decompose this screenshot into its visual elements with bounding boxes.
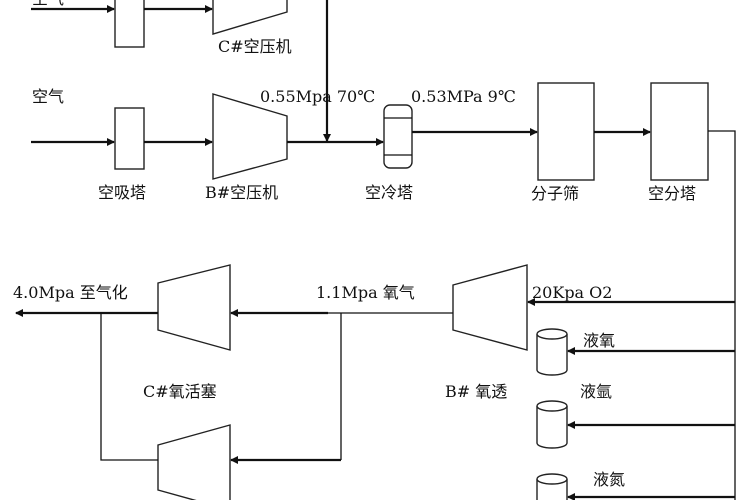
air-absorber <box>114 107 145 170</box>
b-oxygen-turbo <box>452 264 528 351</box>
b-air-compressor-label: B#空压机 <box>205 183 279 202</box>
air-cooler <box>383 104 413 169</box>
liquid-oxygen-label: 液氧 <box>583 331 616 350</box>
c-oxygen-piston-lower <box>157 424 231 500</box>
o2-label: 20Kpa O2 <box>532 283 613 302</box>
c-air-compressor <box>212 0 288 35</box>
air-label: 空气 <box>32 87 65 106</box>
air-absorber-label: 空吸塔 <box>98 183 147 202</box>
air-top-label: 空气 <box>32 0 64 7</box>
pressure-label-1: 0.55Mpa 70℃ <box>260 87 376 106</box>
liquid-oxygen-tank <box>536 328 568 376</box>
product-header-line <box>708 130 736 500</box>
to-gasification-label: 4.0Mpa 至气化 <box>13 283 128 302</box>
b-air-compressor <box>212 93 288 180</box>
liquid-nitrogen-label: 液氮 <box>593 470 626 489</box>
b-oxygen-turbo-label: B# 氧透 <box>445 382 508 401</box>
air-cooler-label: 空冷塔 <box>365 183 414 202</box>
c-oxygen-piston-upper <box>157 264 231 351</box>
liquid-nitrogen-tank <box>536 473 568 500</box>
c-air-compressor-label: C#空压机 <box>218 37 292 56</box>
pressure-label-2: 0.53MPa 9℃ <box>411 87 516 106</box>
molecular-sieve <box>537 82 595 181</box>
liquid-argon-label: 液氩 <box>580 382 613 401</box>
c-oxygen-piston-label: C#氧活塞 <box>143 382 217 401</box>
air-separation-tower-label: 空分塔 <box>648 184 697 203</box>
air-separation-tower <box>650 82 709 181</box>
air-absorber-top <box>114 0 145 48</box>
molecular-sieve-label: 分子筛 <box>531 184 580 203</box>
oxygen-pressure-label: 1.1Mpa 氧气 <box>316 283 415 302</box>
liquid-argon-tank <box>536 400 568 449</box>
